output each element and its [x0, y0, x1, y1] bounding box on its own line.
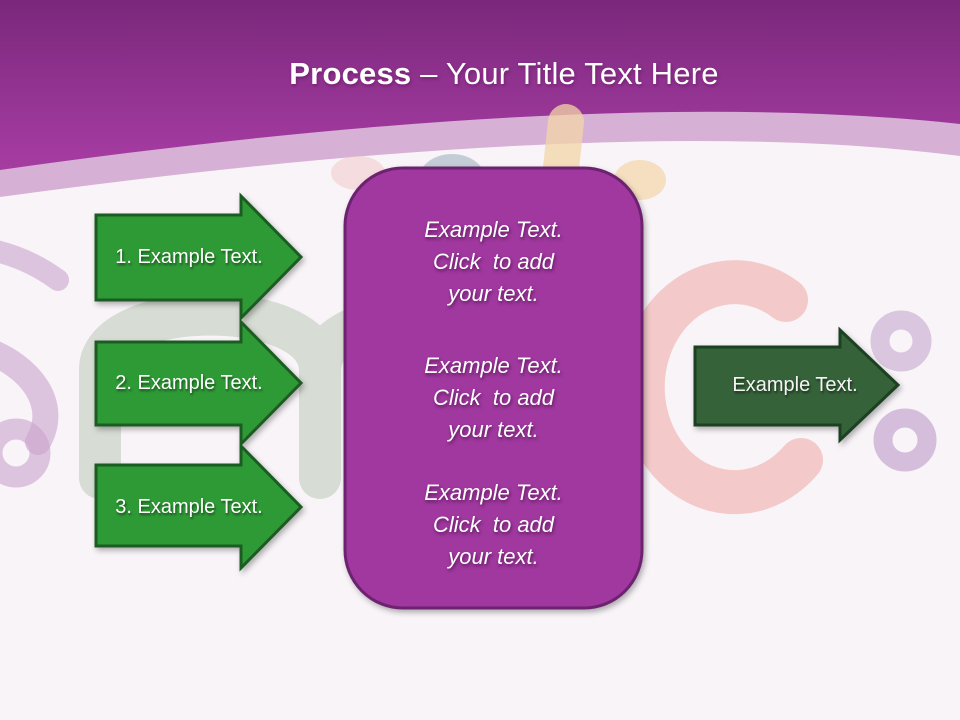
watermark-letter-s-loop [0, 418, 51, 488]
watermark-letter-s-top [0, 240, 69, 291]
watermark-colon-dot-top [870, 310, 932, 372]
step-2-arrow-shape[interactable] [94, 318, 304, 448]
text-line: your text. [448, 544, 539, 569]
step-2-label[interactable]: 2. Example Text. [115, 372, 263, 394]
center-box-text-block-1[interactable]: Example Text. Click to add your text. [345, 214, 642, 310]
watermark-colon-dot-bottom [873, 408, 937, 472]
step-1-arrow-shape[interactable] [94, 192, 304, 322]
step-1-label[interactable]: 1. Example Text. [115, 246, 263, 268]
text-line: Example Text. [424, 480, 563, 505]
center-box-text-block-2[interactable]: Example Text. Click to add your text. [345, 350, 642, 446]
watermark-letter-s-curve [0, 341, 59, 455]
center-box-text-block-3[interactable]: Example Text. Click to add your text. [345, 477, 642, 573]
step-3-arrow-shape[interactable] [94, 442, 304, 572]
text-line: your text. [448, 417, 539, 442]
text-line: your text. [448, 281, 539, 306]
text-line: Example Text. [424, 353, 563, 378]
step-3-label[interactable]: 3. Example Text. [115, 496, 263, 518]
title-rest: – Your Title Text Here [420, 56, 719, 91]
text-line: Click to add [432, 249, 555, 274]
result-arrow-shape[interactable] [693, 326, 901, 444]
watermark-letter-i-stem [543, 104, 584, 186]
center-box-shape[interactable] [343, 166, 644, 610]
text-line: Example Text. [424, 217, 563, 242]
result-arrow-label[interactable]: Example Text. [732, 374, 858, 396]
text-line: Click to add [432, 385, 555, 410]
title-emphasis: Process [289, 56, 412, 91]
text-line: Click to add [432, 512, 555, 537]
slide-title[interactable]: Process – Your Title Text Here [24, 56, 960, 92]
